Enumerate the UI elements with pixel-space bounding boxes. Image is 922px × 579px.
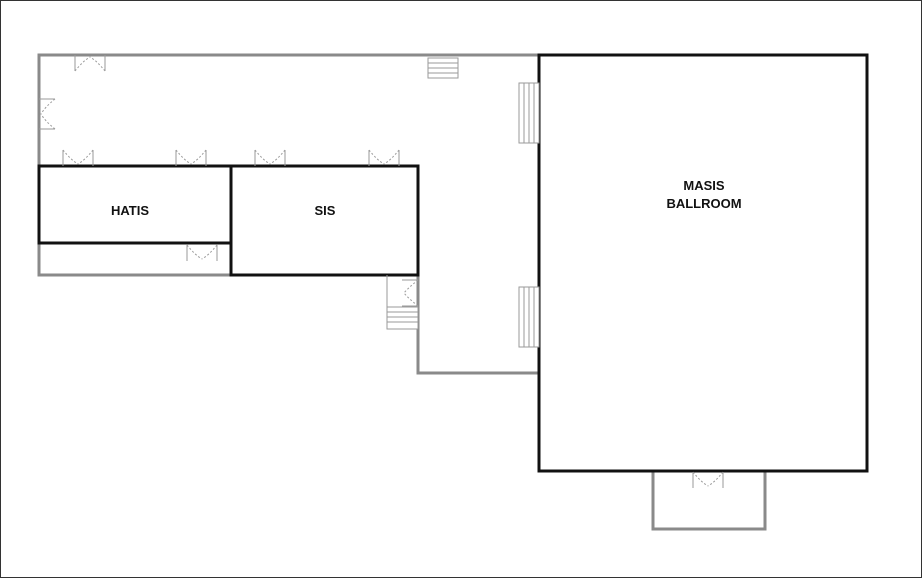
double-door-icon (692, 471, 724, 488)
double-door-icon (254, 149, 286, 166)
room-sis-label: SIS (315, 203, 336, 218)
stairs-icon (386, 306, 419, 330)
room-masis-ballroom[interactable] (537, 53, 869, 473)
double-door-icon (74, 55, 106, 72)
room-sis[interactable] (229, 164, 420, 277)
double-door-icon (62, 149, 94, 166)
room-hatis-label: HATIS (111, 203, 149, 218)
ballroom-entry-outline (651, 471, 767, 531)
double-door-icon (368, 149, 400, 166)
stairs-icon (518, 82, 540, 144)
double-door-icon (39, 98, 56, 130)
double-door-icon (175, 149, 207, 166)
double-door-icon (186, 244, 218, 261)
double-door-icon (402, 279, 419, 307)
room-ballroom-label: BALLROOM (666, 196, 741, 211)
room-masis-label: MASIS (683, 178, 725, 193)
stairs-icon (427, 57, 459, 79)
stairs-icon (518, 286, 540, 348)
